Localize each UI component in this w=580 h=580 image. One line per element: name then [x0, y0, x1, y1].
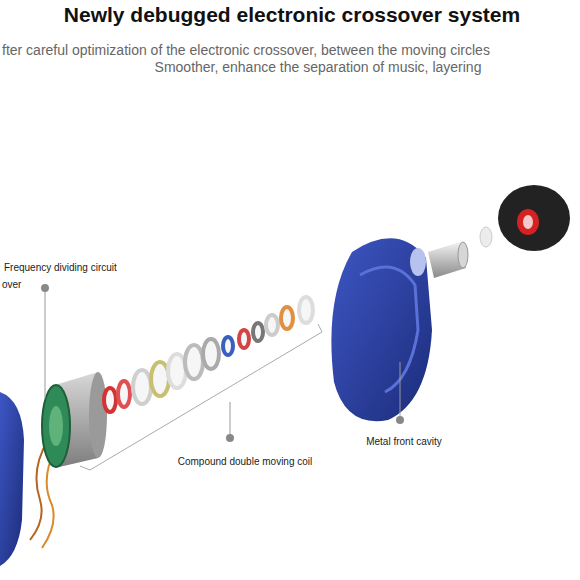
- title: Newly debugged electronic crossover syst…: [64, 3, 520, 27]
- part-label: Compound double moving coil: [178, 456, 313, 467]
- crossover-board: [42, 385, 70, 467]
- leader-line: [45, 288, 46, 398]
- nozzle: [458, 242, 468, 268]
- filter-disk: [480, 227, 492, 247]
- ear-tip: [498, 185, 570, 251]
- leader-line: [230, 402, 231, 436]
- front-cavity: [410, 248, 426, 276]
- part-label: Metal front cavity: [366, 436, 442, 447]
- bracket: [80, 324, 322, 470]
- driver-face: [89, 372, 107, 458]
- ear-tip: [517, 209, 539, 235]
- part-label: Frequency dividing circuit: [4, 262, 117, 273]
- subtitle: fter careful optimization of the electro…: [2, 42, 490, 58]
- rear-shell: [0, 392, 24, 566]
- crossover-board: [49, 406, 63, 446]
- ear-tip: [523, 215, 533, 229]
- front-cavity: [360, 267, 418, 392]
- part-label: over: [2, 279, 21, 290]
- driver-parts: [104, 297, 313, 412]
- leader-dot: [41, 284, 49, 292]
- leader-dot: [396, 416, 404, 424]
- subtitle: Smoother, enhance the separation of musi…: [155, 59, 482, 75]
- front-cavity: [331, 238, 432, 421]
- leader-dot: [226, 434, 234, 442]
- leader-line: [400, 362, 401, 418]
